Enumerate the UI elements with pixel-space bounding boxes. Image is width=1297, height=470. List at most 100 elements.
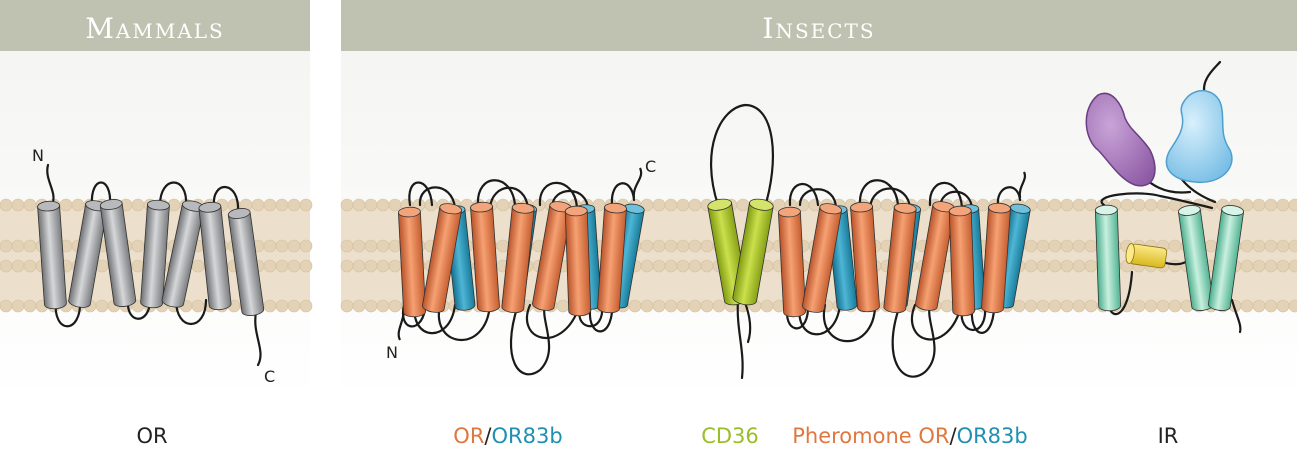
cd36-label-text: CD36 [701, 424, 759, 448]
ir-transmembrane-helix [1208, 205, 1245, 311]
lipid-head [364, 198, 378, 212]
lipid-head [652, 299, 666, 313]
lipid-head [131, 239, 145, 253]
insect-or-helix [422, 203, 462, 313]
lipid-head [676, 299, 690, 313]
lipid-head [1120, 198, 1134, 212]
mammal-transmembrane-helix [198, 201, 232, 311]
lipid-head [299, 239, 313, 253]
pheromone-or-or83b-label: Pheromone OR/OR83b [792, 424, 1028, 448]
mammal-loop [174, 298, 208, 326]
lipid-head [1060, 259, 1074, 273]
lipid-head [1252, 198, 1266, 212]
cd36-helices [707, 198, 774, 306]
mammal-transmembrane-helix [227, 208, 265, 316]
lipid-head [700, 259, 714, 273]
lipid-head [664, 259, 678, 273]
pheromone-or-c-terminus [1018, 171, 1026, 199]
lipid-head [712, 299, 726, 313]
lipid-head [263, 259, 277, 273]
lipid-head [340, 198, 354, 212]
mammal-loop [54, 298, 82, 328]
lipid-head [1288, 198, 1297, 212]
pheromone-or-helix [883, 202, 917, 314]
lipid-head [299, 299, 313, 313]
lipid-head [880, 198, 894, 212]
insect-or-helix [597, 202, 627, 314]
lipid-head [676, 259, 690, 273]
lipid-head [23, 239, 37, 253]
lipid-head [275, 259, 289, 273]
lipid-head [0, 239, 13, 253]
lipid-head [1264, 259, 1278, 273]
lipid-head [1024, 239, 1038, 253]
pheromone-or-helix [981, 202, 1011, 314]
pheromone-or-helix [802, 203, 842, 313]
insect-or-helix [564, 205, 592, 317]
insect-or-n-terminus [397, 311, 406, 341]
ir-ligand-binding-lobe-blue [1165, 90, 1233, 184]
ir-loop [1230, 298, 1242, 334]
mammal-transmembrane-helix [140, 199, 170, 309]
pheromone-or-helix [777, 206, 807, 318]
insect-or-n-terminal-label: N [386, 343, 398, 362]
lipid-head [287, 239, 301, 253]
insect-or-label-part: OR [453, 424, 484, 448]
lipid-head [1072, 198, 1086, 212]
lipid-head [11, 239, 25, 253]
lipid-head [0, 259, 13, 273]
mammals-header-title: Mammals [85, 12, 225, 45]
lipid-head [11, 299, 25, 313]
lipid-head [652, 259, 666, 273]
lipid-head [1252, 299, 1266, 313]
insect-or83b-label-part: OR83b [492, 424, 563, 448]
lipid-head [59, 198, 73, 212]
lipid-head [1252, 259, 1266, 273]
insect-or-helices [397, 201, 645, 318]
mammal-or-label-text: OR [136, 424, 167, 448]
lipid-head [1144, 198, 1158, 212]
lipid-head [1024, 299, 1038, 313]
lipid-head [1264, 198, 1278, 212]
insects-header-bar [341, 0, 1297, 51]
lipid-head [1240, 299, 1254, 313]
lipid-head [287, 299, 301, 313]
lipid-head [760, 299, 774, 313]
lipid-head [496, 198, 510, 212]
lipid-head [628, 299, 642, 313]
lipid-head [640, 259, 654, 273]
lipid-head [1084, 259, 1098, 273]
mammalian-or-protein [46, 163, 262, 367]
lipid-head [640, 299, 654, 313]
lipid-head [1276, 259, 1290, 273]
lipid-head [191, 259, 205, 273]
insect-or-or83b-label: OR/OR83b [453, 424, 562, 448]
lipid-head [1024, 259, 1038, 273]
lipid-head [275, 198, 289, 212]
lipid-head [364, 239, 378, 253]
lipid-head [664, 198, 678, 212]
mammal-loop [90, 181, 112, 207]
lipid-head [388, 198, 402, 212]
lipid-head [376, 259, 390, 273]
lipid-head [652, 198, 666, 212]
pheromone-or83b-label-part: OR83b [957, 424, 1028, 448]
lipid-head [664, 239, 678, 253]
lipid-head [736, 198, 750, 212]
lipid-head [340, 259, 354, 273]
lipid-head [1060, 198, 1074, 212]
lipid-head [0, 198, 13, 212]
lipid-head [700, 299, 714, 313]
lipid-head [251, 198, 265, 212]
lipid-head [1132, 299, 1146, 313]
lipid-head [352, 259, 366, 273]
lipid-head [1036, 198, 1050, 212]
lipid-head [0, 299, 13, 313]
cd36-n-terminus [736, 298, 744, 380]
lipid-head [340, 299, 354, 313]
lipid-head [376, 198, 390, 212]
lipid-head [352, 299, 366, 313]
pheromone-slash: / [949, 424, 957, 448]
lipid-head [1276, 239, 1290, 253]
lipid-head [1084, 239, 1098, 253]
